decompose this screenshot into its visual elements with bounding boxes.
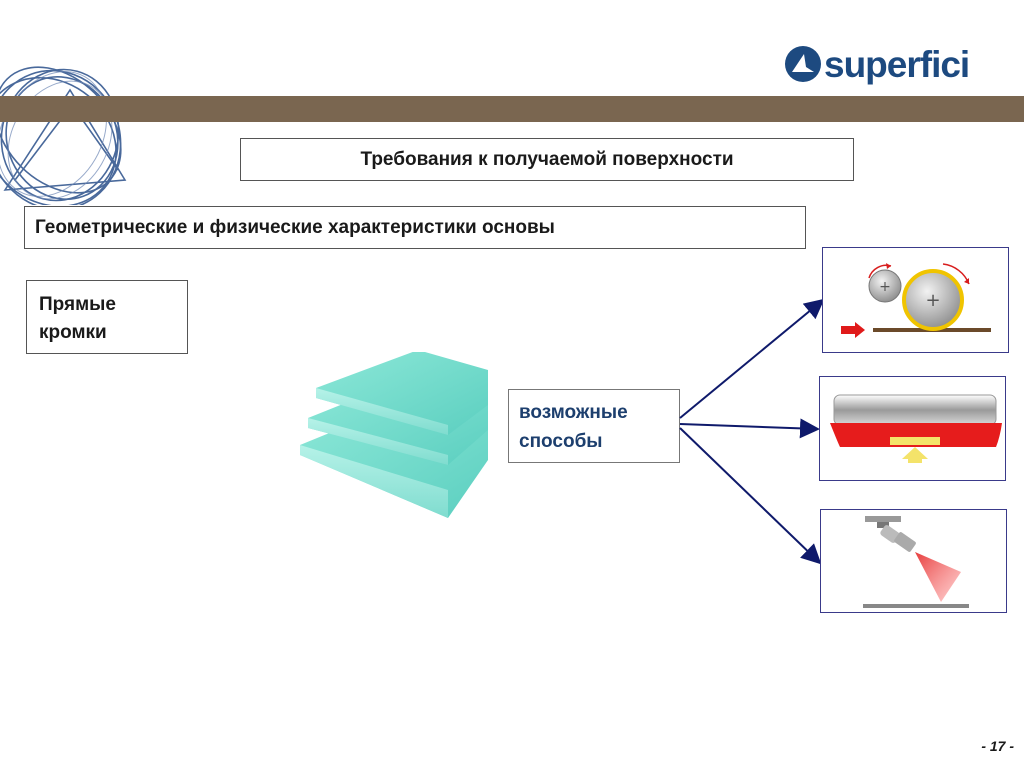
methods-label-line1: возможные (519, 402, 628, 423)
page-number: - 17 - (981, 738, 1014, 754)
stacked-boards-image (298, 350, 488, 518)
spray-coating-icon (863, 516, 969, 608)
curtain-coating-icon (830, 394, 1002, 463)
feature-label-line2: кромки (39, 322, 107, 343)
header-band (0, 96, 1024, 122)
page-title: Требования к получаемой поверхности (240, 138, 854, 181)
feature-label-line1: Прямые (39, 294, 116, 315)
svg-text:+: + (925, 290, 940, 311)
roller-coating-icon: + + (841, 263, 991, 338)
arrow-to-curtain (679, 418, 820, 439)
roller-coating-image: + + (822, 247, 1009, 353)
svg-text:+: + (879, 279, 891, 295)
arrow-to-roller (679, 298, 825, 419)
arrow-to-spray (679, 427, 822, 565)
section-subtitle: Геометрические и физические характеристи… (24, 206, 806, 249)
feature-label: Прямые кромки (26, 280, 188, 354)
spray-coating-image (820, 509, 1007, 613)
brand-name: superfici (824, 43, 970, 85)
methods-label: возможные способы (508, 389, 680, 463)
brand-logo: superfici (784, 42, 970, 86)
curtain-coating-image (819, 376, 1006, 481)
methods-label-line2: способы (519, 431, 603, 452)
brand-mark-icon (785, 46, 821, 82)
